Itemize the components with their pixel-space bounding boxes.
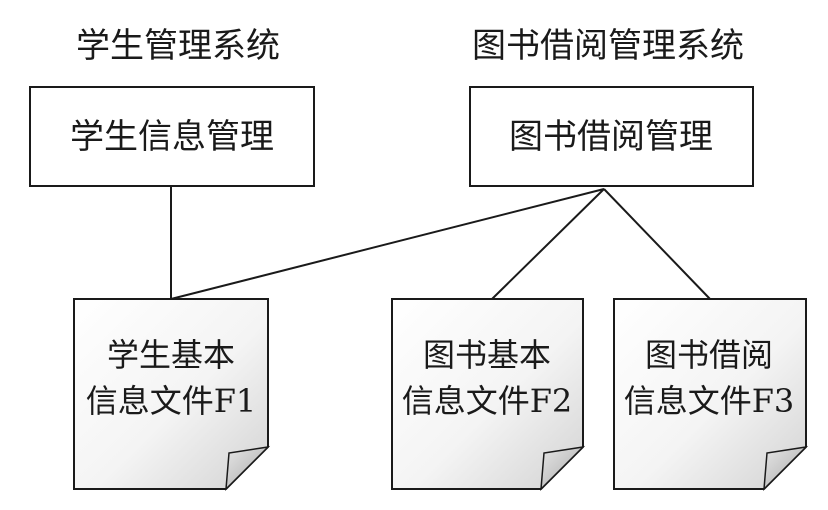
student-system-title: 学生管理系统 [76,26,280,66]
connector-borrow-module-to-f1 [170,188,605,300]
student-info-module-label: 学生信息管理 [70,117,274,157]
file-f2-document: 图书基本 信息文件F2 [391,298,586,491]
file-f2-label-line2: 信息文件F2 [402,382,573,420]
library-system-title: 图书借阅管理系统 [472,26,744,66]
file-f1-document: 学生基本 信息文件F1 [73,298,271,491]
file-f2-label-line1: 图书基本 [423,336,551,374]
book-borrow-module: 图书借阅管理 [469,86,754,187]
file-f3-label-line1: 图书借阅 [645,336,773,374]
student-info-module: 学生信息管理 [29,86,315,187]
file-f3-document: 图书借阅 信息文件F3 [613,298,809,491]
connector-borrow-module-to-f3 [603,188,711,300]
file-f1-label-line1: 学生基本 [107,336,235,374]
book-borrow-module-label: 图书借阅管理 [509,117,713,157]
file-f1-label-line2: 信息文件F1 [86,382,257,420]
connector-borrow-module-to-f2 [491,188,605,300]
file-f3-label-line2: 信息文件F3 [624,382,795,420]
